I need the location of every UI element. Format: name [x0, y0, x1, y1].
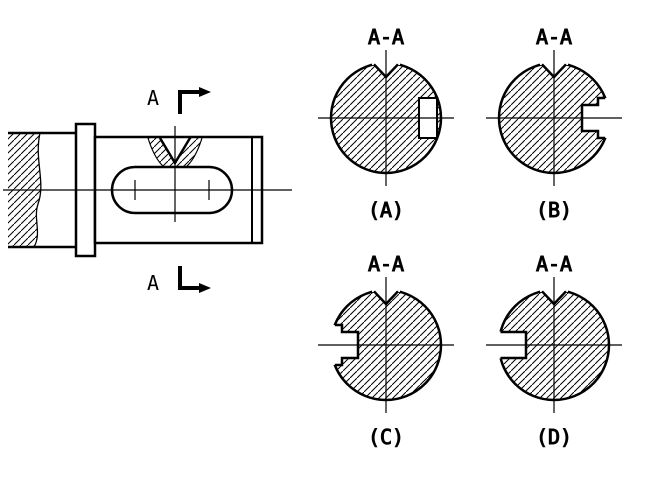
shaft-front-view: A A: [3, 86, 292, 295]
section-title: A-A: [536, 252, 572, 276]
section-title: A-A: [536, 25, 572, 49]
section-option-d: A-A (D): [486, 252, 622, 450]
view-direction-arrow-top: [199, 87, 211, 97]
option-label: (D): [536, 425, 572, 449]
option-label: (B): [536, 198, 572, 222]
option-label: (C): [368, 425, 404, 449]
section-title: A-A: [368, 252, 404, 276]
section-title: A-A: [368, 25, 404, 49]
section-option-a: A-A (A): [318, 25, 454, 223]
cutting-plane-label-bottom: A: [147, 271, 159, 295]
break-wavy-line: [33, 132, 42, 248]
section-option-c: A-A (C): [318, 252, 454, 450]
section-option-b: A-A (B): [486, 25, 622, 223]
option-label: (A): [368, 198, 404, 222]
cutting-plane-marker-bottom: A: [147, 266, 211, 295]
view-direction-arrow-bottom: [199, 283, 211, 293]
cutting-plane-marker-top: A: [147, 86, 211, 114]
cutting-plane-label-top: A: [147, 86, 159, 110]
